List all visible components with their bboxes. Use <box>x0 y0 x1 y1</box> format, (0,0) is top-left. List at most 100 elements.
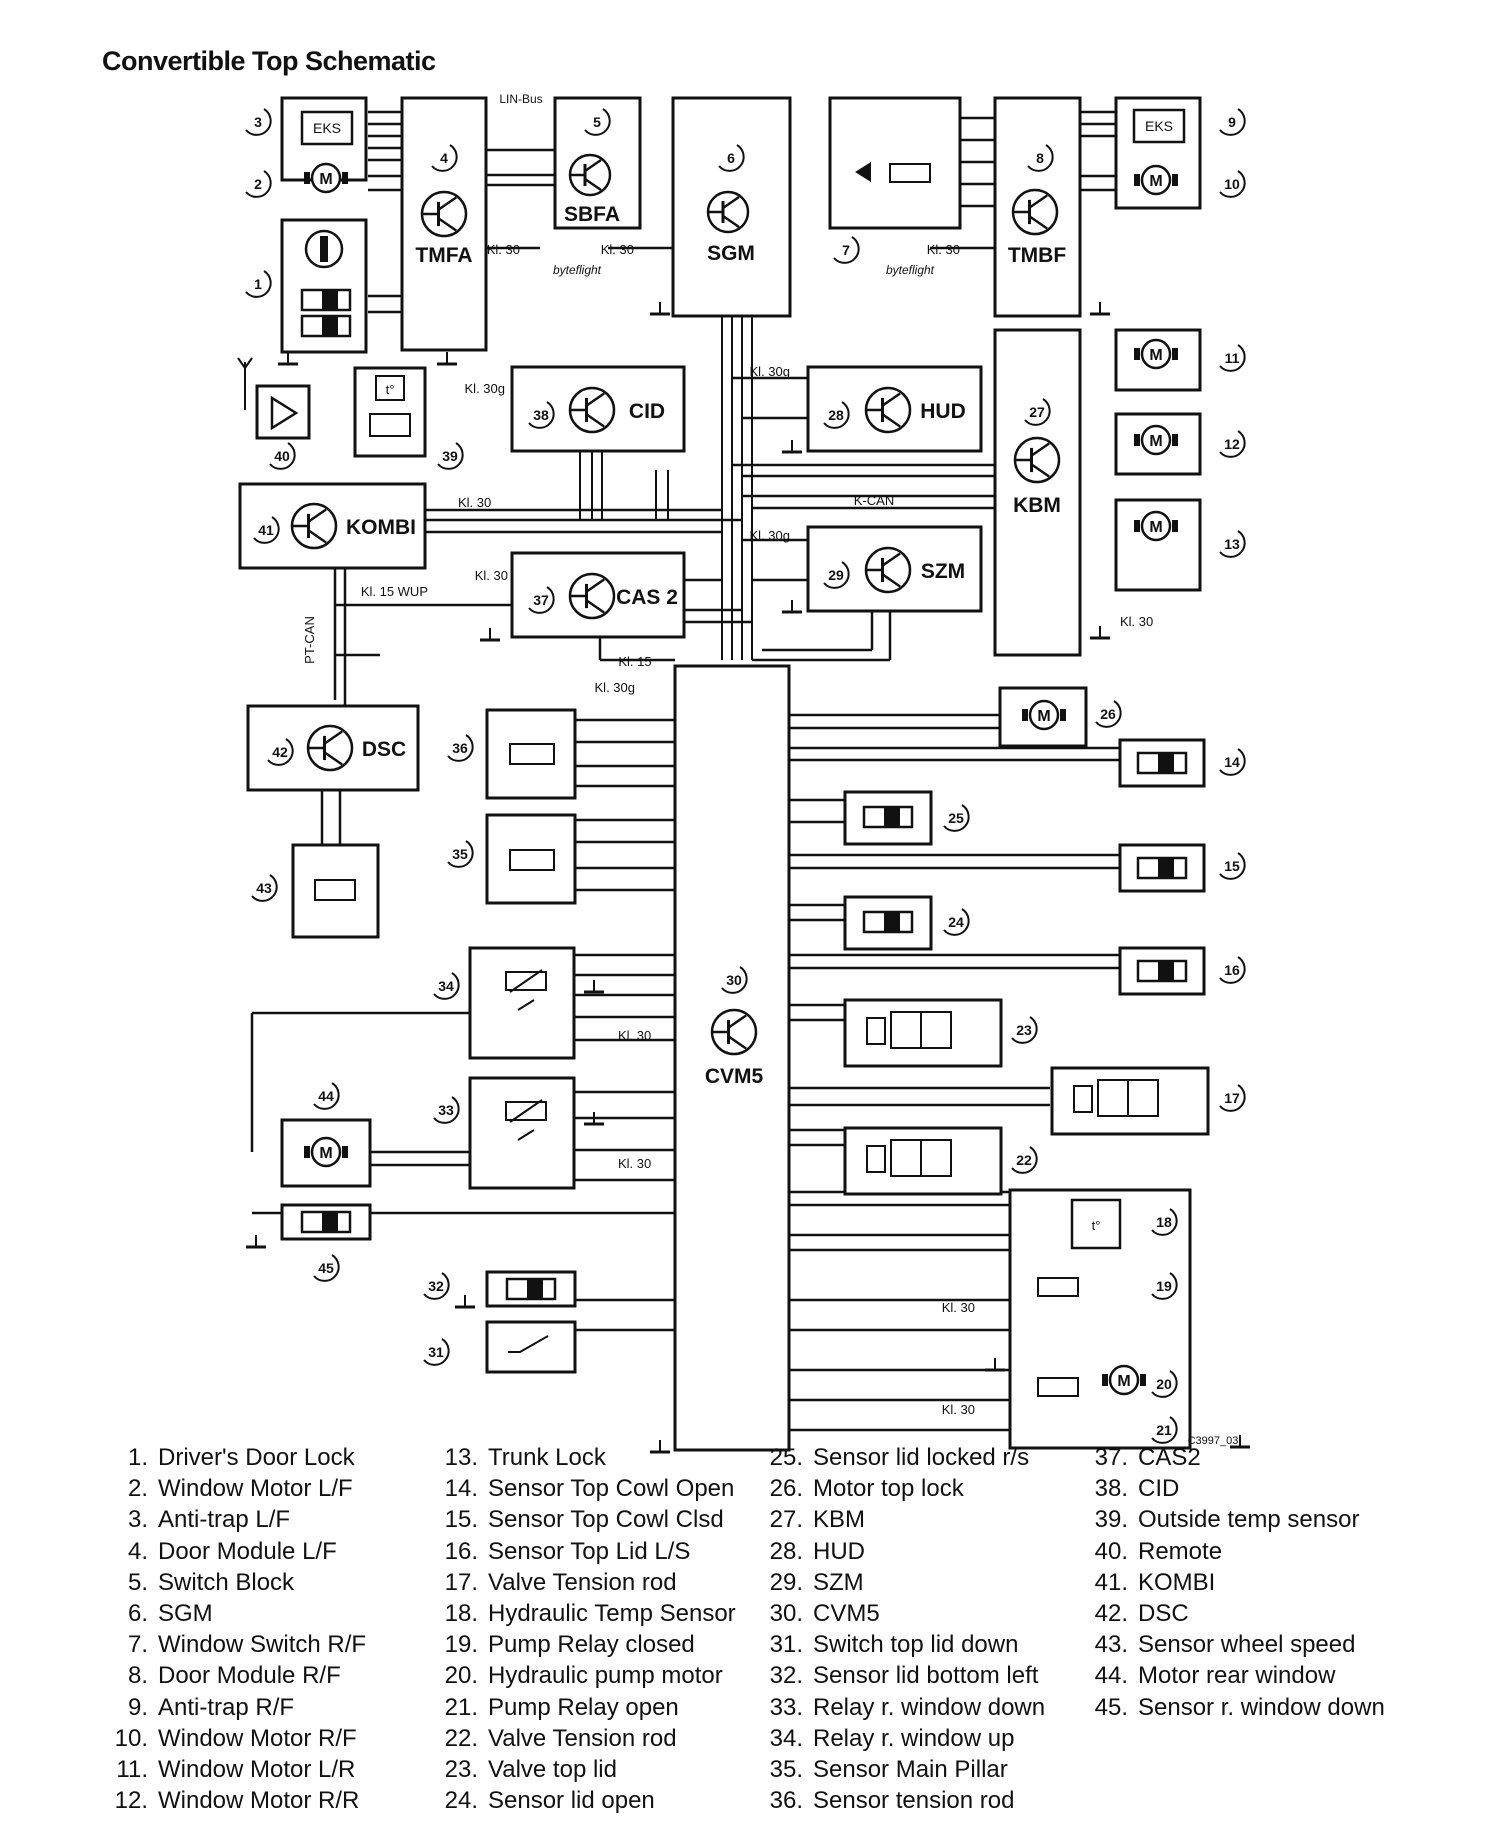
label-arc <box>1095 700 1122 728</box>
legend-item: 31.Switch top lid down <box>751 1629 1076 1660</box>
module-hud <box>806 365 983 453</box>
component-number-35: 35 <box>452 846 468 862</box>
legend-text: Trunk Lock <box>488 1444 606 1471</box>
legend-text: Motor rear window <box>1138 1662 1336 1690</box>
switch-icon <box>517 1129 535 1141</box>
label-arc <box>267 738 294 766</box>
legend-text: CAS2 <box>1138 1444 1201 1471</box>
label-arc <box>269 442 296 470</box>
legend-item: 41.KOMBI <box>1076 1567 1406 1598</box>
label-arc <box>1151 1208 1178 1236</box>
eks-label-rf: EKS <box>1145 118 1173 134</box>
legend-number: 37. <box>1094 1444 1128 1471</box>
module-label-cid: CID <box>629 400 665 423</box>
legend-item: 42.DSC <box>1076 1598 1406 1629</box>
component-number-39: 39 <box>442 448 458 464</box>
motor-glyph: M <box>319 171 332 188</box>
terminal-label: Kl. 30 <box>942 1402 975 1417</box>
legend-item: 5.Switch Block <box>96 1567 426 1598</box>
component-number-23: 23 <box>1016 1022 1032 1038</box>
legend-text: Valve Tension rod <box>488 1568 677 1596</box>
module-label-kbm: KBM <box>1013 494 1061 517</box>
drawing-id: C3997_03 <box>1188 1435 1239 1447</box>
legend-text: Anti-trap L/F <box>158 1506 291 1534</box>
switch-top-lid-down-block <box>485 1320 577 1374</box>
component-number-2: 2 <box>254 176 262 192</box>
legend-number: 33. <box>769 1693 803 1721</box>
legend-number: 13. <box>444 1444 478 1471</box>
legend-number: 31. <box>769 1631 803 1659</box>
legend-text: Remote <box>1138 1537 1223 1565</box>
legend-text: Motor top lock <box>813 1475 964 1503</box>
label-arc <box>584 108 611 136</box>
legend-text: CVM5 <box>813 1600 880 1628</box>
legend-text: Window Switch R/F <box>158 1631 367 1659</box>
label-arc <box>721 966 748 994</box>
legend-number: 6. <box>127 1600 148 1628</box>
motor-glyph: M <box>319 1145 332 1162</box>
component-number-9: 9 <box>1228 114 1236 130</box>
motor-icon <box>310 162 342 194</box>
label-arc <box>528 586 555 614</box>
module-label-hud: HUD <box>920 400 966 423</box>
legend-text: Sensor r. window down <box>1138 1693 1385 1721</box>
legend-text: SZM <box>813 1568 864 1596</box>
label-arc <box>833 236 860 264</box>
legend-item: 36.Sensor tension rod <box>751 1785 1076 1816</box>
terminal-label: Kl. 30g <box>750 528 790 543</box>
label-arc <box>423 1272 450 1300</box>
legend-number: 24. <box>444 1787 478 1815</box>
legend-item: 28.HUD <box>751 1536 1076 1567</box>
motor-icon <box>1140 164 1172 196</box>
eks-box <box>300 110 354 146</box>
legend-item: 1.Driver's Door Lock <box>96 1442 426 1473</box>
terminal-label: Kl. 30 <box>458 495 491 510</box>
label-arc <box>1027 144 1054 172</box>
motor-icon <box>1108 1364 1140 1396</box>
motor-icon <box>1140 338 1172 370</box>
terminal-label: Kl. 30 <box>487 242 520 257</box>
legend-text: DSC <box>1138 1600 1189 1628</box>
valve-icon <box>866 1145 886 1173</box>
label-arc <box>823 561 850 589</box>
module-number-cid: 38 <box>533 407 549 423</box>
module-number-kbm: 27 <box>1029 404 1045 420</box>
component-number-26: 26 <box>1100 706 1116 722</box>
legend-number: 7. <box>127 1631 148 1659</box>
module-cas <box>510 551 686 639</box>
label-arc <box>1219 430 1246 458</box>
potentiometer-icon <box>509 743 555 765</box>
label-arc <box>447 734 474 762</box>
legend-text: Window Motor L/F <box>158 1475 353 1503</box>
legend-item: 18.Hydraulic Temp Sensor <box>426 1598 751 1629</box>
legend-text: Sensor lid bottom left <box>813 1662 1039 1690</box>
module-number-sgm: 6 <box>727 150 735 166</box>
legend-text: Sensor lid open <box>488 1787 655 1815</box>
legend-item: 4.Door Module L/F <box>96 1536 426 1567</box>
relay-block <box>468 946 576 1060</box>
terminal-label: Kl. 30 <box>942 1300 975 1315</box>
legend-item: 11.Window Motor L/R <box>96 1754 426 1785</box>
valve-block <box>843 1126 1003 1196</box>
module-number-cas: 37 <box>533 592 549 608</box>
led-icon <box>855 162 871 182</box>
temp-symbol-18: t° <box>1092 1218 1101 1233</box>
switch-icon <box>517 999 535 1011</box>
label-arc <box>1219 108 1246 136</box>
label-arc <box>245 108 272 136</box>
motor-glyph: M <box>1149 347 1162 364</box>
module-blocks <box>238 96 1082 1452</box>
motor-glyph: M <box>1149 173 1162 190</box>
legend-number: 29. <box>769 1568 803 1596</box>
legend-item: 37. CAS2 <box>1076 1442 1406 1473</box>
label-arc <box>313 1254 340 1282</box>
component-number-12: 12 <box>1224 436 1240 452</box>
legend-number: 26. <box>769 1475 803 1503</box>
label-arc <box>1219 170 1246 198</box>
label-arc <box>447 840 474 868</box>
motor-top-lock-block <box>998 686 1088 748</box>
module-label-cvm: CVM5 <box>705 1065 764 1088</box>
pump-relay-coil-icon <box>1037 1277 1079 1297</box>
legend-number: 30. <box>769 1600 803 1628</box>
legend-text: KBM <box>813 1506 866 1534</box>
